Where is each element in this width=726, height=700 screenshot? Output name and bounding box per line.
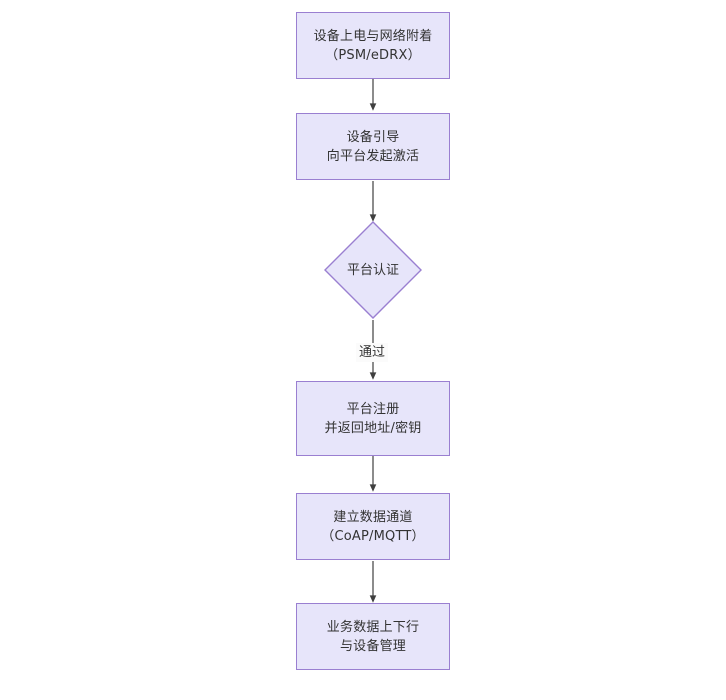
node-power-on[interactable]: 设备上电与网络附着 （PSM/eDRX）	[296, 12, 450, 79]
node-data-channel-line-2: （CoAP/MQTT）	[321, 528, 425, 544]
node-business-data-line-2: 与设备管理	[339, 638, 406, 654]
node-power-on-line-2: （PSM/eDRX）	[325, 47, 421, 63]
diamond-shape	[324, 221, 422, 319]
edge-label-pass: 通过	[356, 343, 389, 362]
node-platform-register[interactable]: 平台注册 并返回地址/密钥	[296, 381, 450, 456]
node-business-data[interactable]: 业务数据上下行 与设备管理	[296, 603, 450, 670]
node-data-channel-line-1: 建立数据通道	[333, 509, 413, 525]
node-bootstrap-line-1: 设备引导	[346, 129, 400, 145]
node-platform-register-line-2: 并返回地址/密钥	[324, 420, 422, 436]
node-business-data-line-1: 业务数据上下行	[326, 619, 420, 635]
node-bootstrap-line-2: 向平台发起激活	[326, 148, 420, 164]
node-platform-auth-label: 平台认证	[346, 262, 399, 278]
node-platform-auth[interactable]: 平台认证	[324, 221, 422, 319]
node-platform-register-line-1: 平台注册	[346, 401, 400, 417]
node-power-on-line-1: 设备上电与网络附着	[313, 28, 433, 44]
node-bootstrap[interactable]: 设备引导 向平台发起激活	[296, 113, 450, 180]
node-data-channel[interactable]: 建立数据通道 （CoAP/MQTT）	[296, 493, 450, 560]
